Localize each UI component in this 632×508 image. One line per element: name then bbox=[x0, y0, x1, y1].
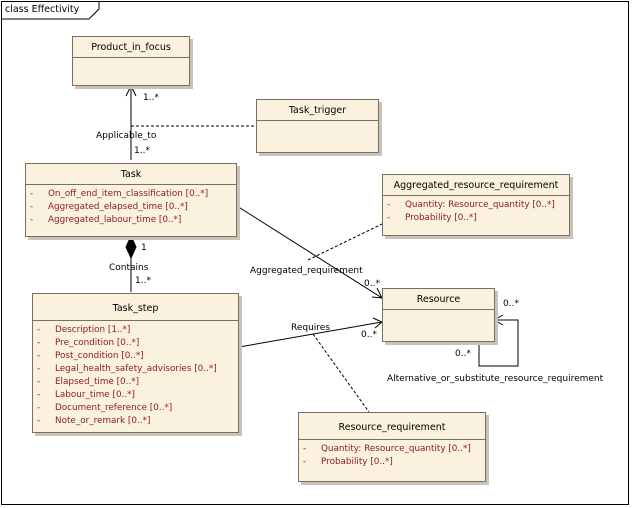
contains-diamond bbox=[125, 234, 137, 260]
attribute: -Quantity: Resource_quantity [0..*] bbox=[387, 200, 555, 210]
class-aggregated-resource-requirement[interactable]: Aggregated_resource_requirement -Quantit… bbox=[382, 174, 570, 236]
attribute: -Document_reference [0..*] bbox=[37, 403, 173, 413]
class-attributes: -Description [1..*] -Pre_condition [0..*… bbox=[33, 321, 238, 430]
contains-label: Contains bbox=[109, 263, 149, 273]
attribute: -Note_or_remark [0..*] bbox=[37, 416, 151, 426]
class-resource-requirement[interactable]: Resource_requirement -Quantity: Resource… bbox=[298, 412, 486, 482]
frame-tab-border bbox=[1, 1, 100, 20]
attribute: -On_off_end_item_classification [0..*] bbox=[30, 189, 209, 199]
class-task-step[interactable]: Task_step -Description [1..*] -Pre_condi… bbox=[32, 293, 239, 433]
aggregated-resource-requirement-dashed-link bbox=[307, 223, 383, 261]
aggregated-requirement-label: Aggregated_requirement bbox=[250, 266, 363, 276]
class-name: Aggregated_resource_requirement bbox=[383, 175, 569, 196]
requires-multiplicity: 0..* bbox=[361, 330, 377, 340]
attribute: -Legal_health_safety_advisories [0..*] bbox=[37, 364, 217, 374]
class-name: Resource bbox=[383, 289, 494, 310]
attribute: -Aggregated_elapsed_time [0..*] bbox=[30, 202, 188, 212]
class-task[interactable]: Task -On_off_end_item_classification [0.… bbox=[25, 163, 237, 237]
frame-title: class Effectivity bbox=[5, 4, 80, 15]
class-attributes: -Quantity: Resource_quantity [0..*] -Pro… bbox=[383, 196, 569, 227]
alternative-multiplicity-a: 0..* bbox=[503, 299, 519, 309]
applicable-to-target-multiplicity: 1..* bbox=[143, 93, 159, 103]
aggregated-requirement-multiplicity: 0..* bbox=[364, 279, 380, 289]
attribute: -Pre_condition [0..*] bbox=[37, 338, 140, 348]
class-attributes: -On_off_end_item_classification [0..*] -… bbox=[26, 185, 236, 229]
applicable-to-label: Applicable_to bbox=[96, 131, 157, 141]
applicable-to-source-multiplicity: 1..* bbox=[134, 146, 150, 156]
alternative-self-line bbox=[478, 319, 519, 367]
attribute: -Post_condition [0..*] bbox=[37, 351, 144, 361]
class-attributes: -Quantity: Resource_quantity [0..*] -Pro… bbox=[299, 440, 485, 471]
frame-tab: class Effectivity bbox=[1, 1, 100, 20]
applicable-to-arrowhead bbox=[125, 84, 137, 97]
aggregated-requirement-line bbox=[236, 205, 383, 299]
alternative-multiplicity-b: 0..* bbox=[455, 349, 471, 359]
contains-whole-multiplicity: 1 bbox=[141, 243, 147, 253]
attribute: -Elapsed_time [0..*] bbox=[37, 377, 140, 387]
attribute: -Description [1..*] bbox=[37, 325, 131, 335]
class-name: Resource_requirement bbox=[299, 413, 485, 440]
contains-part-multiplicity: 1..* bbox=[135, 276, 151, 286]
resource-requirement-dashed-link bbox=[312, 333, 370, 413]
requires-label: Requires bbox=[291, 323, 331, 333]
attribute: -Aggregated_labour_time [0..*] bbox=[30, 215, 182, 225]
class-resource[interactable]: Resource bbox=[382, 288, 495, 342]
attribute: -Probability [0..*] bbox=[387, 213, 477, 223]
class-task-trigger[interactable]: Task_trigger bbox=[256, 99, 379, 153]
class-name: Task_trigger bbox=[257, 100, 378, 121]
class-name: Product_in_focus bbox=[73, 37, 189, 58]
class-product-in-focus[interactable]: Product_in_focus bbox=[72, 36, 190, 86]
class-name: Task_step bbox=[33, 294, 238, 321]
attribute: -Probability [0..*] bbox=[303, 457, 393, 467]
class-name: Task bbox=[26, 164, 236, 185]
requires-line bbox=[238, 321, 383, 348]
alternative-label: Alternative_or_substitute_resource_requi… bbox=[387, 374, 604, 384]
attribute: -Labour_time [0..*] bbox=[37, 390, 135, 400]
attribute: -Quantity: Resource_quantity [0..*] bbox=[303, 444, 471, 454]
